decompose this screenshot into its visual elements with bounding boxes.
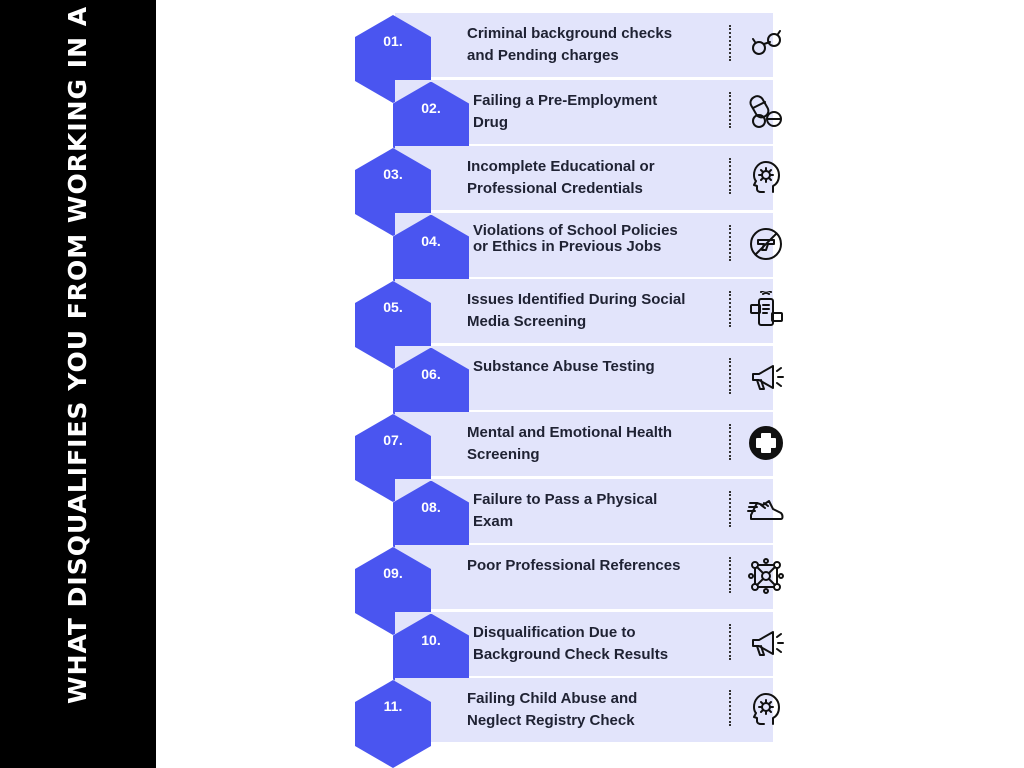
no-weapons-icon	[747, 225, 785, 263]
sidebar: WHAT DISQUALIFIES YOU FROM WORKING IN A …	[0, 0, 156, 768]
head-gear-icon	[747, 690, 785, 728]
item-label: Failure to Pass a Physical Exam	[473, 490, 658, 530]
step-number: 11.	[383, 698, 403, 714]
megaphone-icon	[747, 358, 785, 396]
step-number: 05.	[383, 299, 403, 315]
item-label: Mental and Emotional Health Screening	[467, 424, 673, 463]
network-icon	[747, 557, 785, 595]
handcuffs-icon	[747, 25, 785, 63]
dotted-divider	[729, 91, 731, 128]
step-number: 04.	[421, 232, 441, 249]
disqualifier-list: Criminal background checks and Pending c…	[355, 13, 784, 768]
step-number: 03.	[383, 166, 403, 182]
item-label: Issues Identified During Social Media Sc…	[467, 291, 686, 330]
item-label: Poor Professional References	[467, 557, 681, 574]
list-item: Issues Identified During Social Media Sc…	[395, 279, 783, 343]
step-hexagon: 11.	[355, 680, 431, 768]
item-label: Failing Child Abuse and Neglect Registry…	[467, 690, 638, 729]
page-title: WHAT DISQUALIFIES YOU FROM WORKING IN A …	[63, 0, 92, 704]
step-number: 09.	[383, 565, 403, 581]
hexagon-shape	[355, 680, 431, 768]
item-label: Substance Abuse Testing	[473, 357, 655, 375]
dotted-divider	[729, 490, 731, 527]
dotted-divider	[729, 158, 731, 194]
dotted-divider	[729, 424, 731, 460]
step-number: 08.	[421, 498, 441, 515]
dotted-divider	[729, 557, 731, 593]
megaphone-icon	[747, 624, 785, 662]
dotted-divider	[729, 25, 731, 61]
item-label: Failing a Pre-Employment Drug	[473, 91, 658, 131]
item-label: Incomplete Educational or Professional C…	[467, 158, 655, 197]
list-item: Mental and Emotional Health Screening	[395, 412, 783, 476]
step-number: 02.	[421, 99, 441, 116]
dotted-divider	[729, 623, 731, 660]
dotted-divider	[729, 291, 731, 327]
step-number: 06.	[421, 365, 441, 382]
dotted-divider	[729, 224, 731, 261]
dotted-divider	[729, 357, 731, 394]
list-item: Failing Child Abuse and Neglect Registry…	[395, 678, 780, 742]
item-label: Violations of School Policies or Ethics …	[473, 221, 678, 255]
social-media-icon	[747, 289, 785, 329]
list-item: Criminal background checks and Pending c…	[395, 13, 781, 77]
pills-icon	[747, 92, 785, 130]
list-item: Incomplete Educational or Professional C…	[395, 146, 780, 210]
list-item: Poor Professional References	[395, 545, 784, 609]
head-gear-icon	[747, 158, 785, 196]
medical-cross-icon	[747, 424, 785, 462]
dotted-divider	[729, 690, 731, 726]
item-label: Criminal background checks and Pending c…	[467, 25, 673, 64]
step-number: 10.	[421, 631, 441, 648]
step-hexagon: 09.	[355, 547, 431, 635]
running-shoe-icon	[747, 491, 785, 529]
item-label: Disqualification Due to Background Check…	[473, 623, 669, 663]
step-number: 01.	[383, 33, 403, 49]
step-number: 07.	[383, 432, 403, 448]
